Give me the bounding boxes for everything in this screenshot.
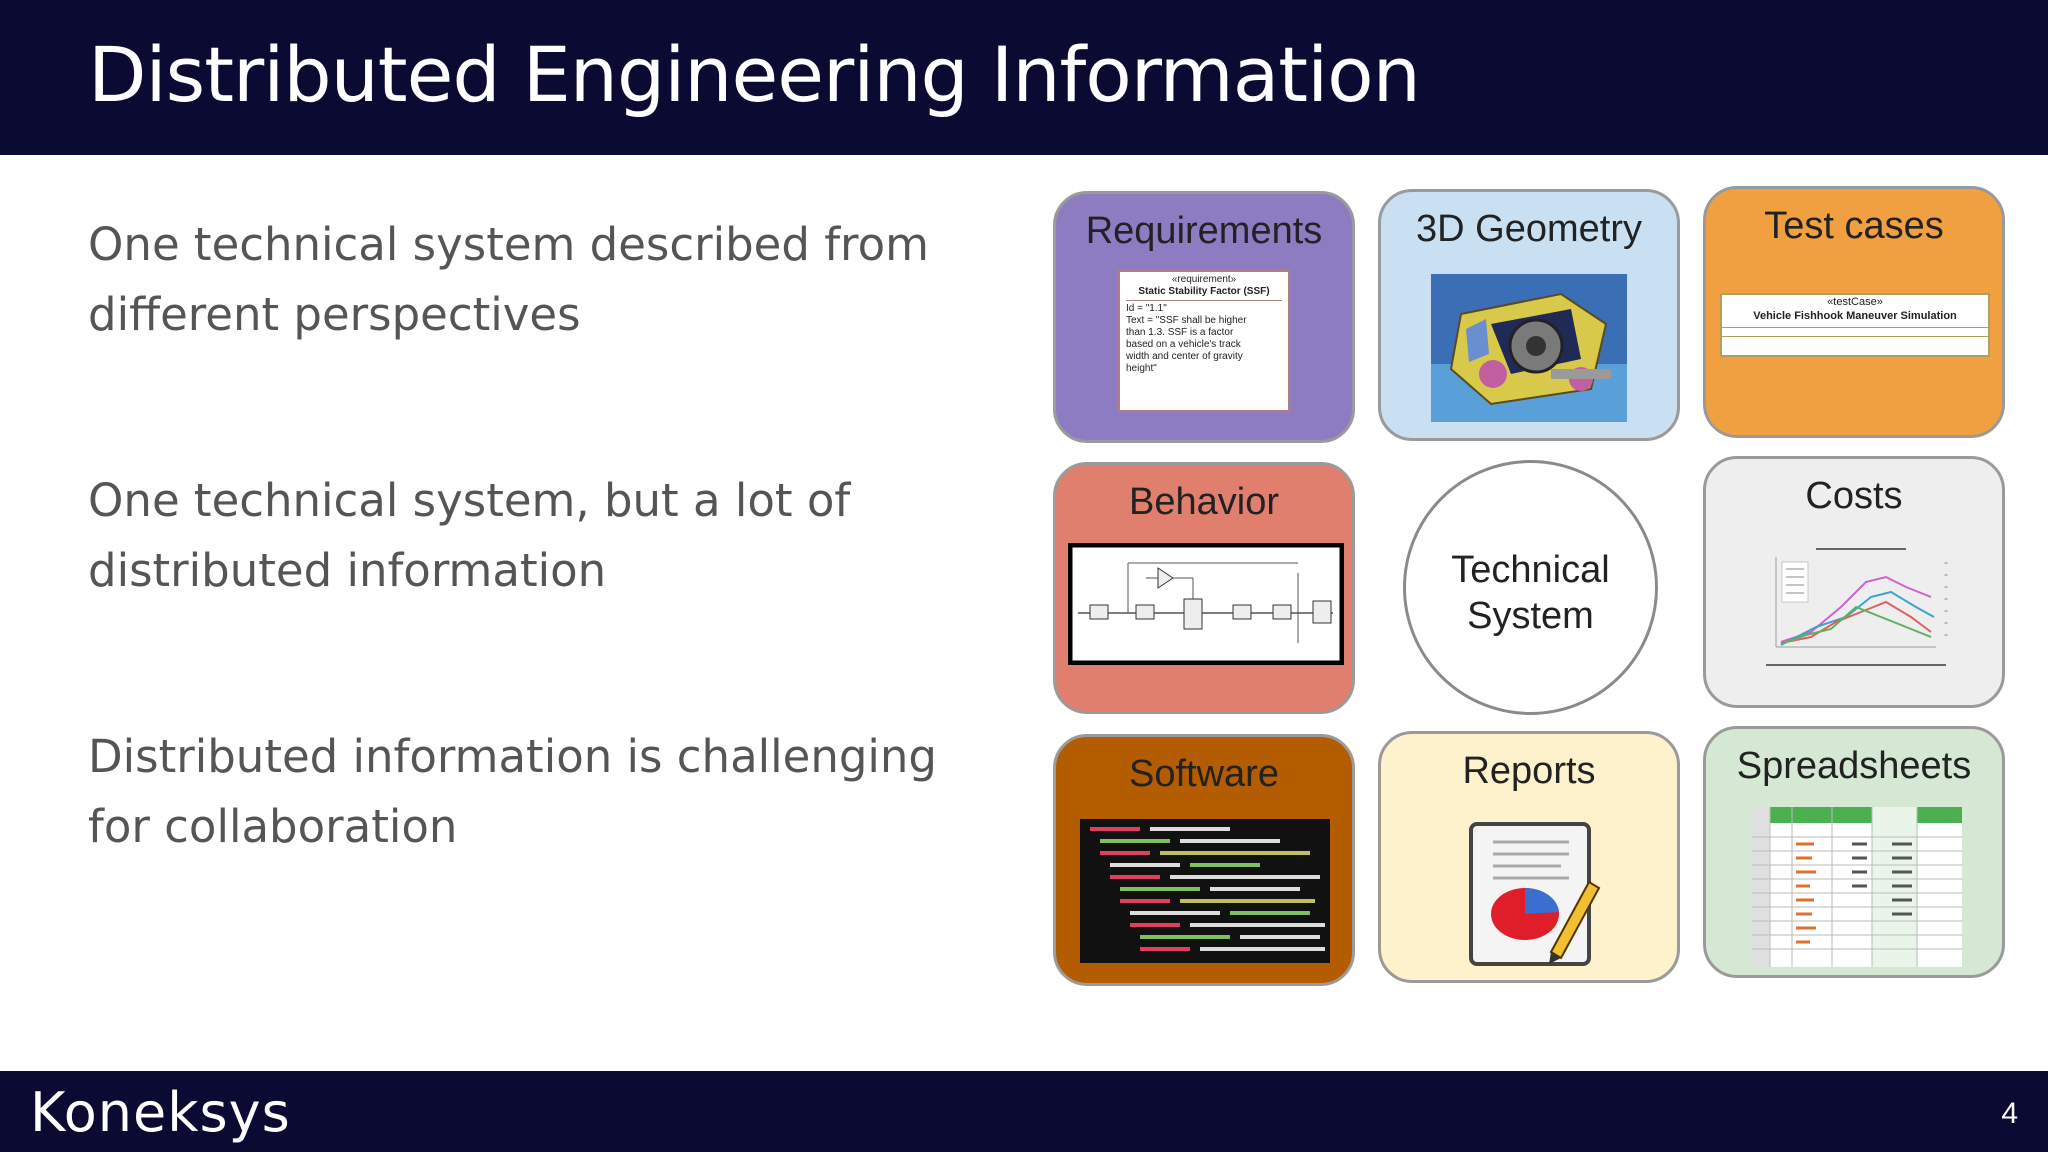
card-text-line: width and center of gravity	[1126, 351, 1243, 362]
test-case-card: «testCase» Vehicle Fishhook Maneuver Sim…	[1720, 293, 1990, 357]
tile-requirements: Requirements «requirement» Static Stabil…	[1053, 191, 1355, 443]
tile-software: Software	[1053, 734, 1355, 986]
card-id: Id = "1.1"	[1126, 303, 1167, 314]
card-text-line: than 1.3. SSF is a factor	[1126, 327, 1234, 338]
card-name: Static Stability Factor (SSF)	[1126, 286, 1282, 301]
tile-label: Costs	[1805, 475, 1903, 517]
tile-label: Spreadsheets	[1736, 745, 1972, 787]
card-text-line: Text = "SSF shall be higher	[1126, 315, 1247, 326]
tile-spreadsheets: Spreadsheets	[1703, 726, 2005, 978]
cad-model-image	[1431, 274, 1627, 422]
tile-label: Behavior	[1129, 481, 1279, 523]
page-number: 4	[2001, 1097, 2018, 1130]
tile-reports: Reports	[1378, 731, 1680, 983]
card-text-line: height"	[1126, 363, 1157, 374]
tile-label: 3D Geometry	[1416, 208, 1642, 250]
spreadsheet-image	[1752, 807, 1962, 967]
card-name: Vehicle Fishhook Maneuver Simulation	[1753, 310, 1957, 322]
cost-chart-image	[1756, 537, 1966, 687]
tile-label: Requirements	[1085, 210, 1323, 252]
koneksys-logo: Koneksys	[30, 1081, 291, 1144]
technical-system-label: Technical System	[1451, 549, 1610, 637]
card-text-line: based on a vehicle's track	[1126, 339, 1241, 350]
tile-label: Software	[1129, 753, 1279, 795]
card-stereotype: «testCase»	[1827, 296, 1883, 308]
bullet-text: Distributed information is challenging f…	[88, 730, 938, 853]
bullet-list: One technical system described from diff…	[88, 210, 988, 978]
tile-test-cases: Test cases «testCase» Vehicle Fishhook M…	[1703, 186, 2005, 438]
technical-system-node: Technical System	[1403, 460, 1658, 715]
slide-title: Distributed Engineering Information	[88, 30, 1421, 119]
slide-footer: Koneksys 4	[0, 1071, 2048, 1152]
block-diagram-image	[1068, 543, 1344, 665]
tile-label: Test cases	[1764, 205, 1944, 247]
tile-label: Reports	[1462, 750, 1596, 792]
bullet-text: One technical system, but a lot of distr…	[88, 474, 851, 597]
source-code-image	[1080, 819, 1330, 963]
report-icon	[1461, 812, 1601, 972]
tile-costs: Costs	[1703, 456, 2005, 708]
slide-header: Distributed Engineering Information	[0, 0, 2048, 155]
tile-3d-geometry: 3D Geometry	[1378, 189, 1680, 441]
perspectives-grid: Requirements «requirement» Static Stabil…	[1053, 186, 2008, 986]
tile-behavior: Behavior	[1053, 462, 1355, 714]
card-stereotype: «requirement»	[1171, 274, 1237, 285]
requirement-card: «requirement» Static Stability Factor (S…	[1118, 270, 1290, 412]
bullet-text: One technical system described from diff…	[88, 218, 929, 341]
